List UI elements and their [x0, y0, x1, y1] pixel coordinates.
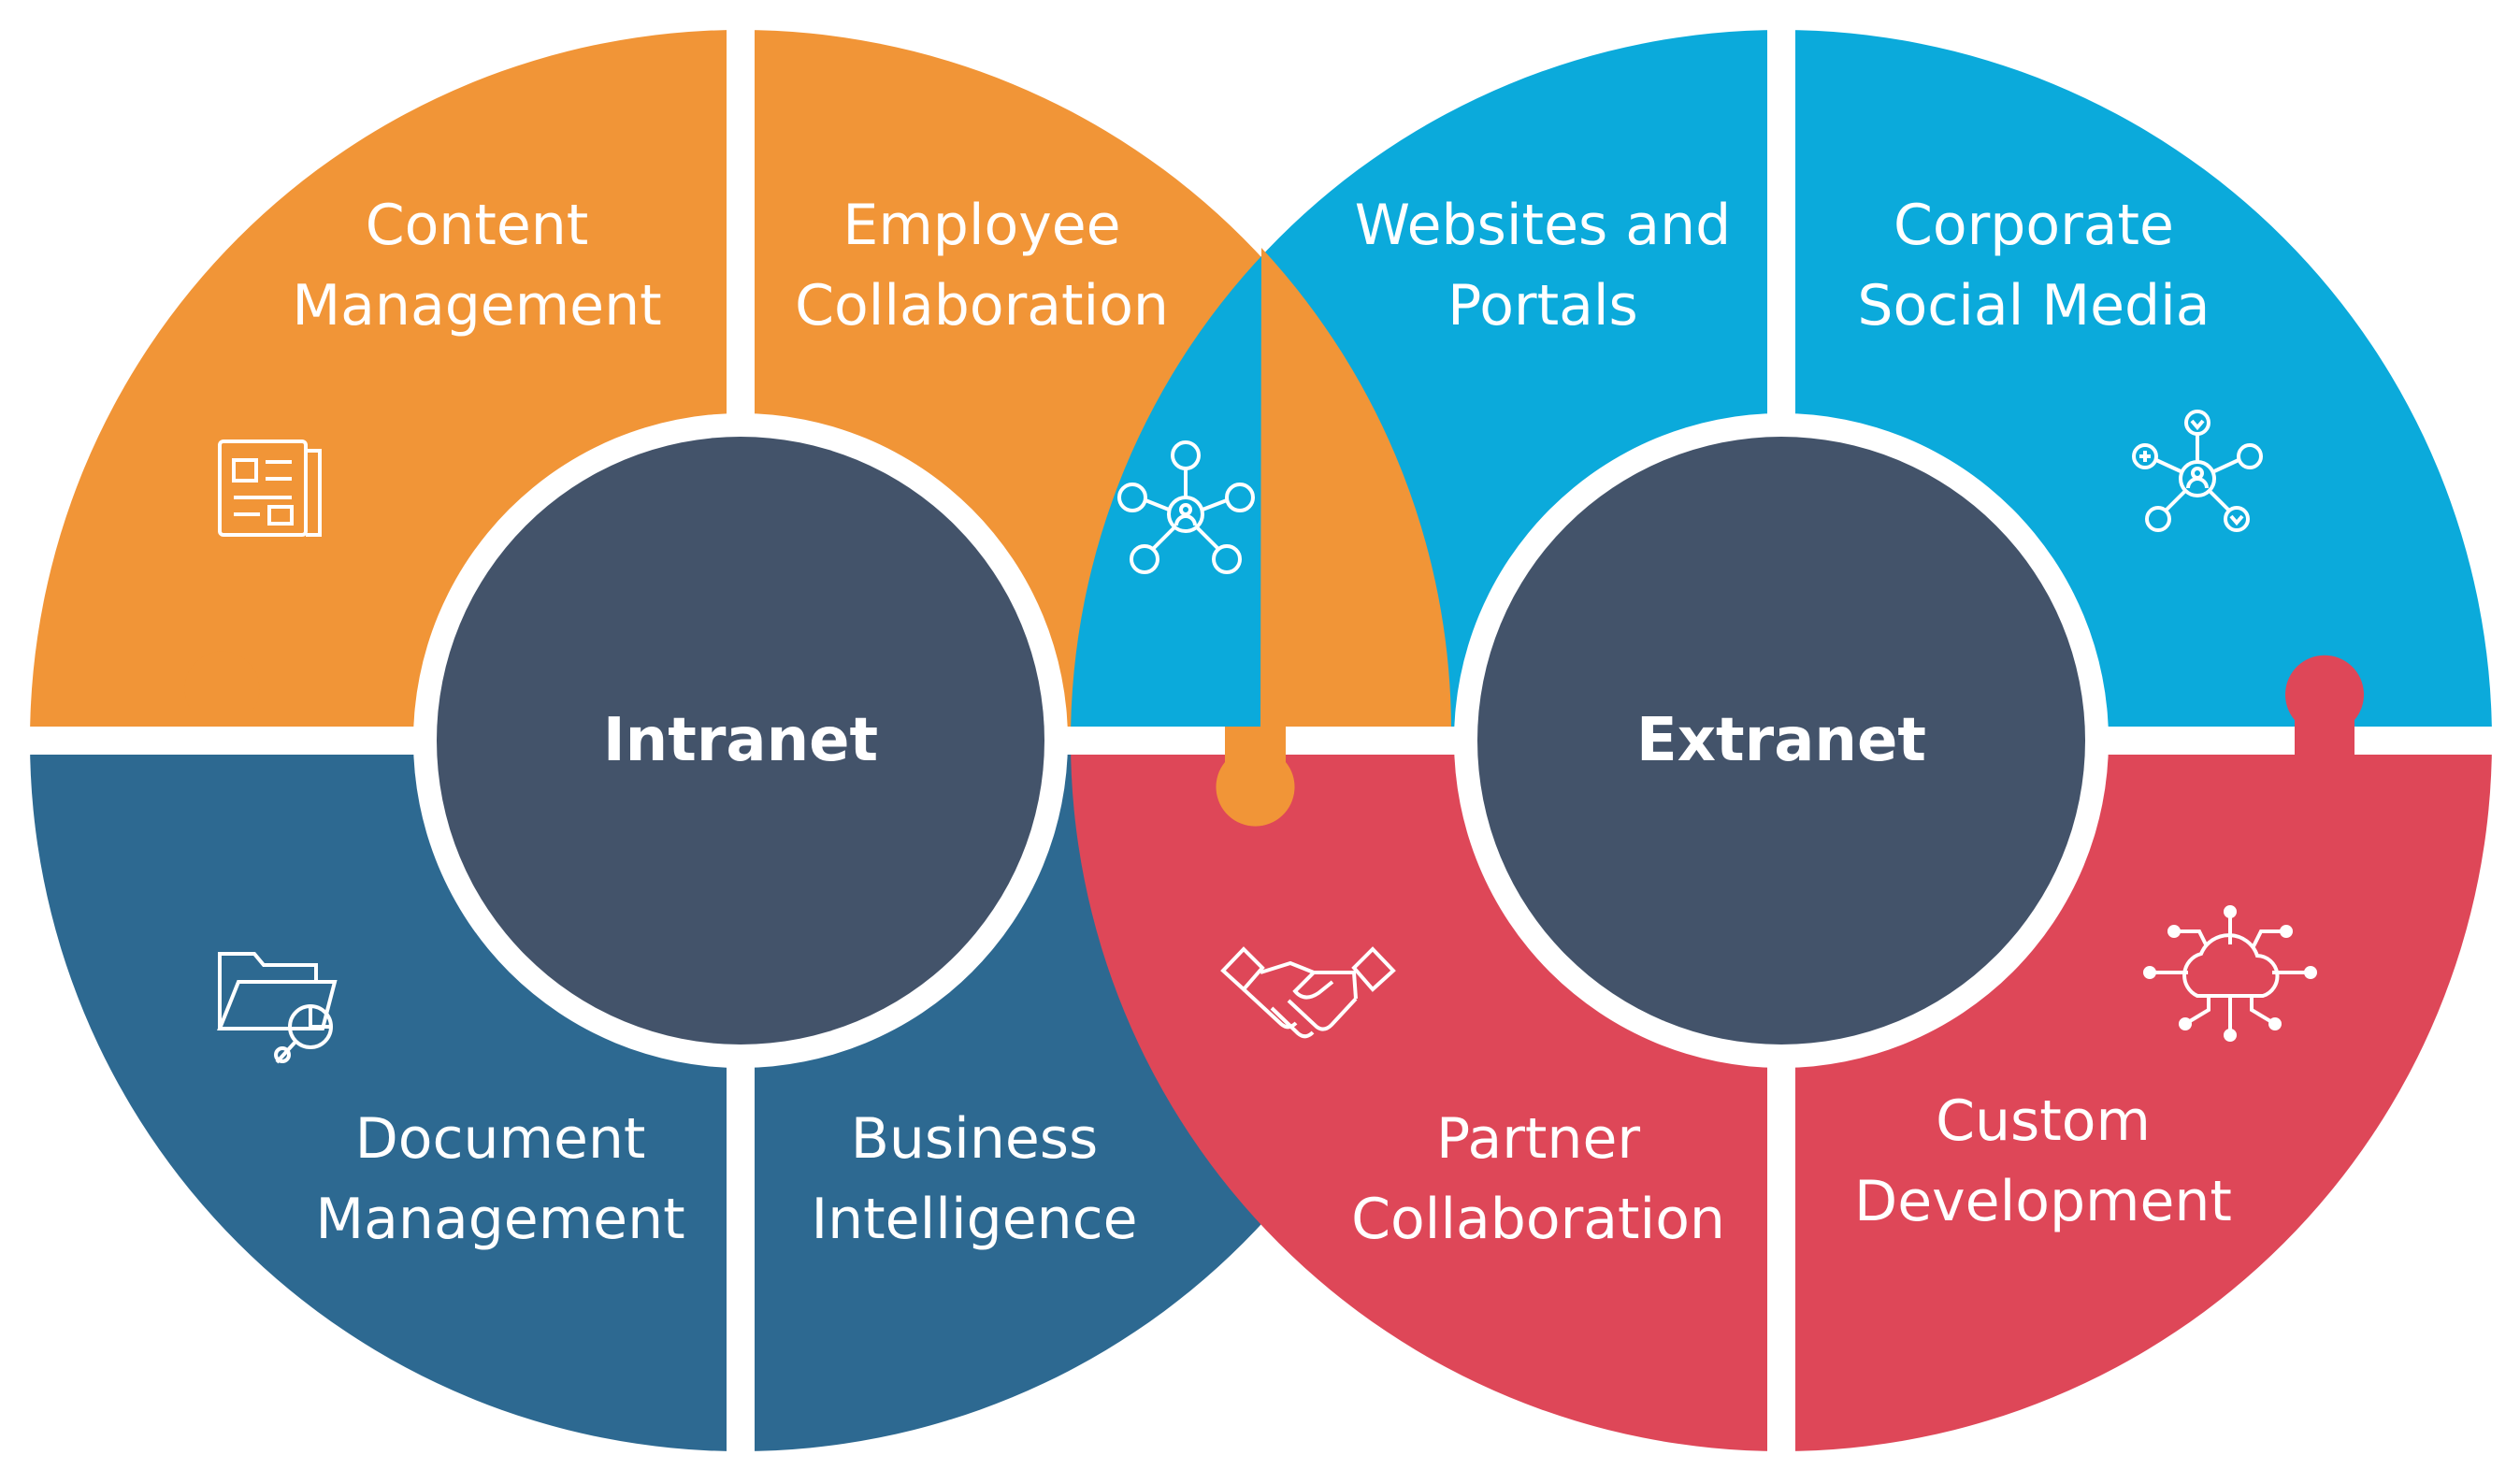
puzzle-tab-left [184, 651, 260, 727]
intranet-hub [437, 437, 1044, 1045]
label-content-management: Content Management [292, 193, 662, 339]
label-custom-development: Custom Development [1854, 1088, 2232, 1234]
label-websites-portals: Websites and Portals [1354, 193, 1732, 339]
puzzle-tab-right [2285, 655, 2364, 755]
label-partner-collaboration: Partner Collaboration [1351, 1106, 1725, 1252]
label-employee-collaboration: Employee Collaboration [795, 193, 1169, 339]
intranet-label: Intranet [602, 706, 879, 775]
newspaper-icon [218, 439, 322, 537]
cloud-circuit-icon [2143, 905, 2317, 1042]
puzzle-tab-middle [1216, 727, 1295, 827]
extranet-label: Extranet [1636, 706, 1926, 775]
label-business-intelligence: Business Intelligence [811, 1106, 1138, 1252]
social-network-icon [2132, 410, 2263, 532]
segment-employee-collaboration-overlap [1260, 248, 1451, 727]
network-icon [1117, 440, 1255, 574]
folder-search-icon [217, 952, 338, 1064]
extranet-hub [1477, 437, 2085, 1045]
label-document-management: Document Management [315, 1106, 685, 1252]
handshake-icon [1220, 946, 1396, 1039]
label-corporate-social-media: Corporate Social Media [1857, 193, 2210, 339]
